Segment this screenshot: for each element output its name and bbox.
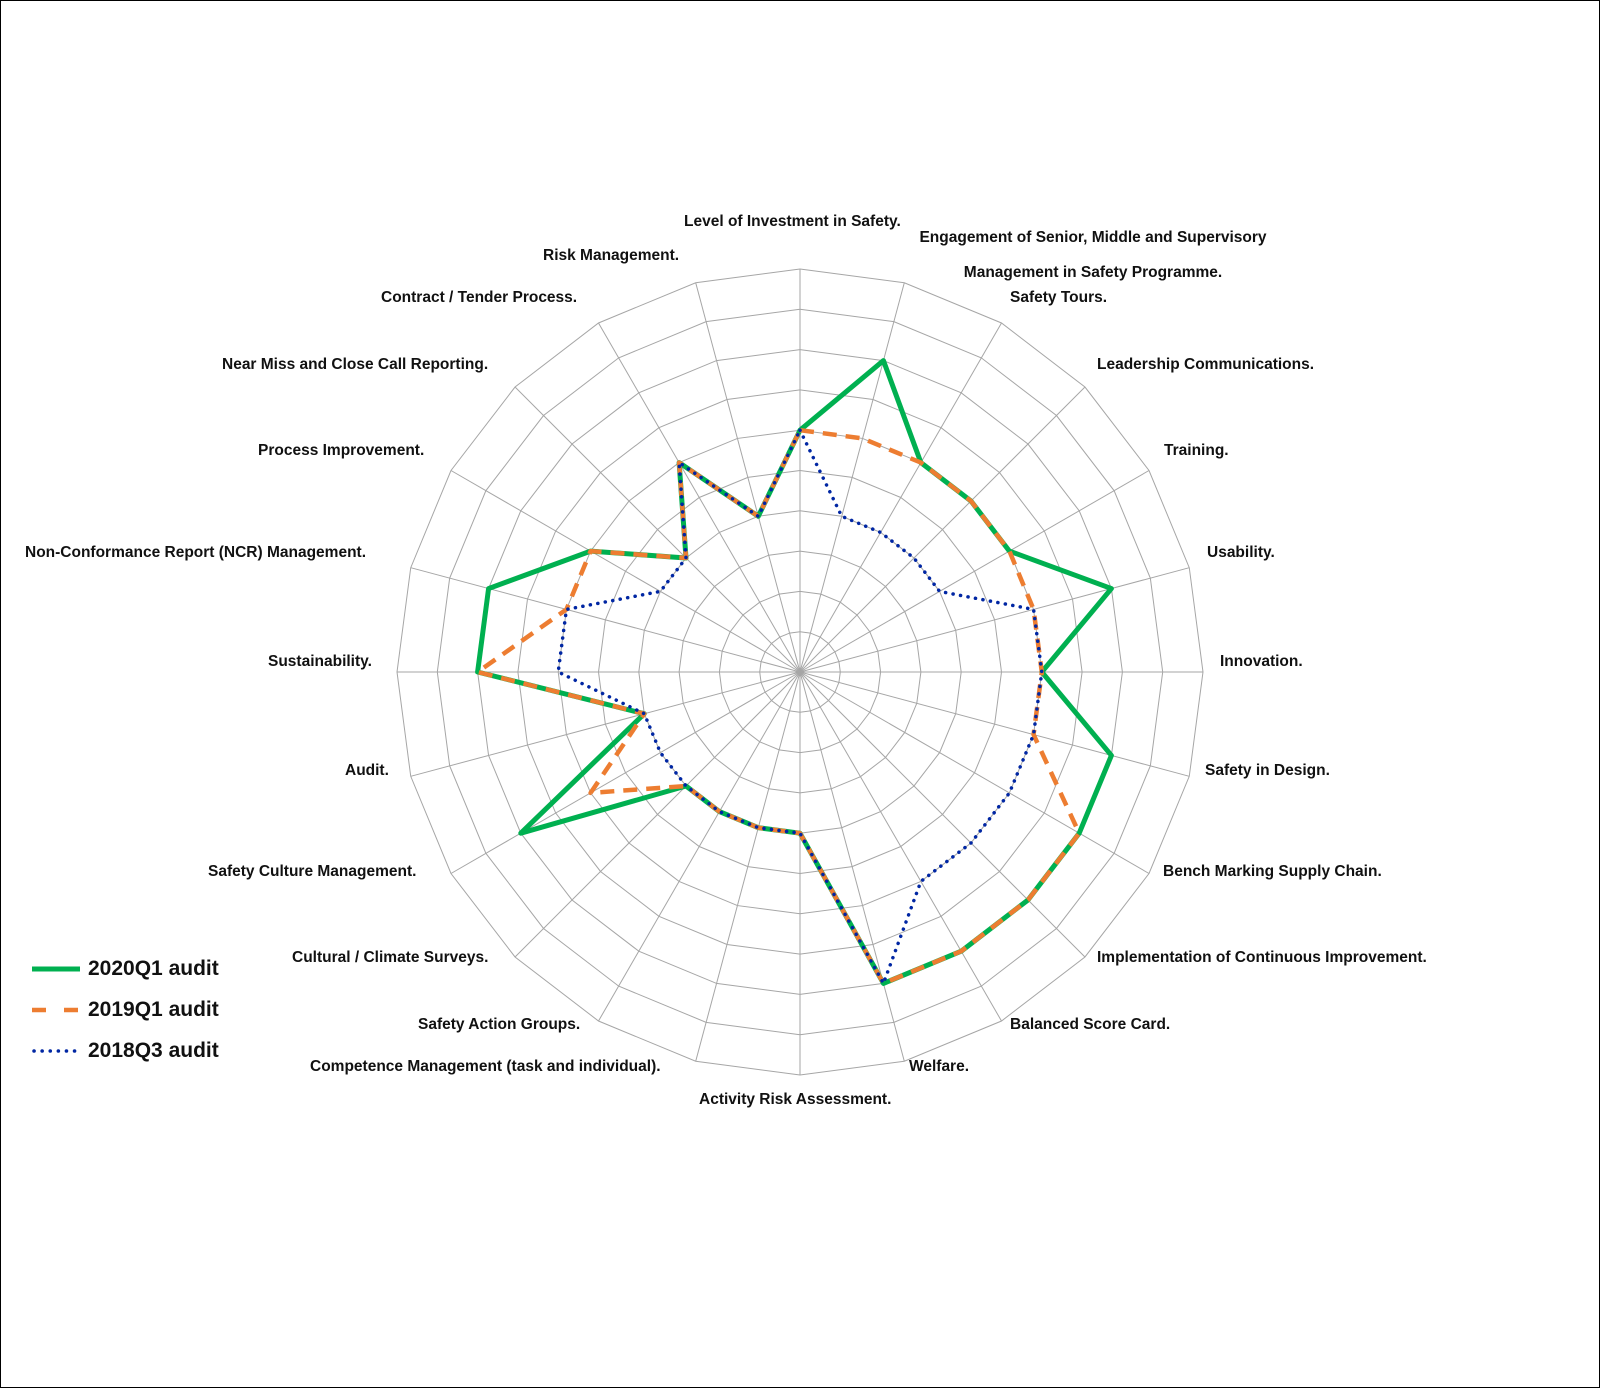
dashed-line-icon xyxy=(32,1007,80,1012)
axis-label: Management in Safety Programme. xyxy=(963,264,1223,281)
axis-label: Engagement of Senior, Middle and Supervi… xyxy=(919,229,1267,246)
axis-label: Near Miss and Close Call Reporting. xyxy=(222,356,489,373)
grid-spoke xyxy=(514,386,801,673)
axis-label: Safety Action Groups. xyxy=(418,1016,581,1033)
axis-label: Safety Tours. xyxy=(1010,289,1108,306)
axis-label: Bench Marking Supply Chain. xyxy=(1163,863,1382,880)
legend-item-2019q1[interactable]: 2019Q1 audit xyxy=(32,989,219,1030)
radar-grid xyxy=(396,268,1204,1076)
grid-spoke xyxy=(450,671,801,874)
legend: 2020Q1 audit 2019Q1 audit 2018Q3 audit xyxy=(32,948,219,1071)
legend-item-2018q3[interactable]: 2018Q3 audit xyxy=(32,1030,219,1071)
axis-label: Sustainability. xyxy=(268,653,372,670)
grid-spoke xyxy=(695,671,801,1062)
grid-spoke xyxy=(799,386,1086,673)
legend-label: 2020Q1 audit xyxy=(88,956,219,980)
radar-series xyxy=(475,358,1114,986)
axis-label: Process Improvement. xyxy=(258,442,425,459)
axis-label: Innovation. xyxy=(1220,653,1303,670)
axis-label: Training. xyxy=(1164,442,1229,459)
grid-spoke xyxy=(799,671,1002,1022)
grid-spoke xyxy=(514,671,801,958)
series-2018q3-audit xyxy=(556,428,1044,986)
dotted-line-icon xyxy=(32,1048,82,1053)
axis-label: Risk Management. xyxy=(543,247,680,264)
solid-line-icon xyxy=(32,966,80,971)
axis-label: Welfare. xyxy=(909,1058,970,1075)
grid-spoke xyxy=(799,567,1190,673)
grid-spoke xyxy=(695,282,801,673)
grid-spoke xyxy=(799,671,1086,958)
axis-label: Contract / Tender Process. xyxy=(381,289,578,306)
axis-label: Leadership Communications. xyxy=(1097,356,1315,373)
grid-spoke xyxy=(799,282,905,673)
axis-label: Cultural / Climate Surveys. xyxy=(292,949,489,966)
axis-label: Level of Investment in Safety. xyxy=(684,213,901,230)
grid-spoke xyxy=(799,322,1002,673)
axis-label: Non-Conformance Report (NCR) Management. xyxy=(25,544,367,561)
grid-spoke xyxy=(799,671,905,1062)
grid-spoke xyxy=(598,322,801,673)
axis-label: Balanced Score Card. xyxy=(1010,1016,1171,1033)
axis-label: Usability. xyxy=(1207,544,1275,561)
grid-spoke xyxy=(450,470,801,673)
grid-spoke xyxy=(799,470,1150,673)
legend-item-2020q1[interactable]: 2020Q1 audit xyxy=(32,948,219,989)
axis-label: Activity Risk Assessment. xyxy=(699,1091,892,1108)
axis-label: Safety in Design. xyxy=(1205,762,1330,779)
axis-label: Audit. xyxy=(345,762,389,779)
grid-spoke xyxy=(799,671,1190,777)
legend-label: 2018Q3 audit xyxy=(88,1038,219,1062)
axis-label: Safety Culture Management. xyxy=(208,863,417,880)
axis-label: Competence Management (task and individu… xyxy=(310,1058,661,1075)
grid-spoke xyxy=(410,567,801,673)
grid-spoke xyxy=(799,671,1150,874)
grid-spoke xyxy=(598,671,801,1022)
legend-label: 2019Q1 audit xyxy=(88,997,219,1021)
axis-label: Implementation of Continuous Improvement… xyxy=(1097,949,1427,966)
grid-spoke xyxy=(410,671,801,777)
